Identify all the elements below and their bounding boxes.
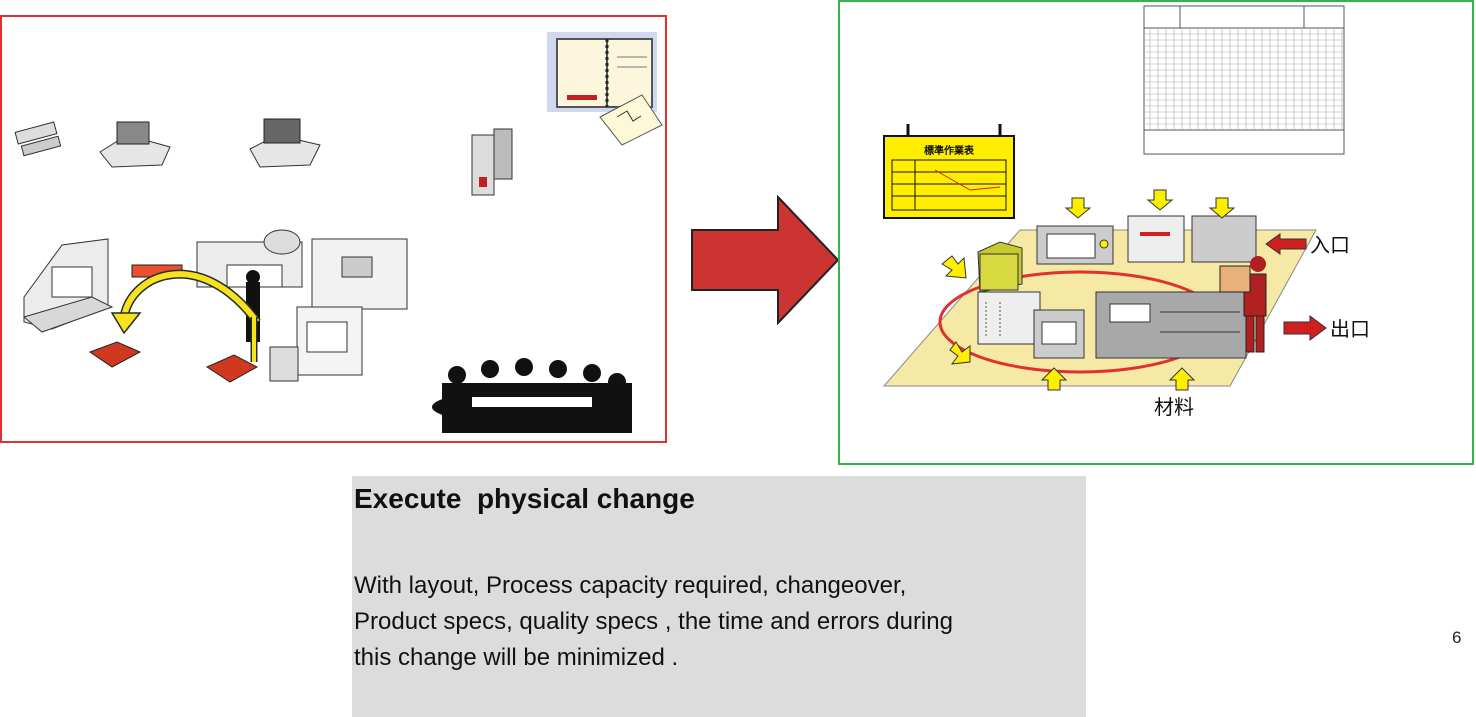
machine-icon	[1096, 292, 1246, 358]
sign-title: 標準作業表	[924, 144, 975, 157]
after-layout-panel: 標準作業表	[838, 0, 1474, 465]
caption-box: Execute physical change With layout, Pro…	[352, 476, 1086, 717]
caption-title: Execute physical change	[354, 483, 695, 515]
entrance-label: 入口	[1310, 233, 1350, 257]
machine-icon	[978, 292, 1040, 344]
machine-part-icon	[15, 122, 61, 156]
machine-icon	[270, 307, 362, 381]
machine-icon	[1037, 226, 1113, 264]
machine-icon	[1128, 216, 1184, 262]
machine-icon	[1192, 216, 1256, 262]
standard-work-sign: 標準作業表	[884, 124, 1014, 218]
before-layout-illustration	[2, 17, 665, 441]
cell-layout-illustration: 標準作業表	[840, 2, 1472, 463]
caption-body: With layout, Process capacity required, …	[354, 568, 1084, 676]
document-binder-icon	[547, 32, 662, 145]
machine-icon	[1034, 310, 1084, 358]
standard-work-form	[1144, 6, 1344, 154]
material-label: 材料	[1154, 395, 1194, 419]
machine-icon	[100, 122, 170, 167]
page-number: 6	[1452, 628, 1461, 648]
exit-arrow-icon	[1284, 316, 1326, 340]
machine-icon	[978, 242, 1022, 292]
machine-icon	[472, 129, 512, 195]
before-layout-panel	[0, 15, 667, 443]
meeting-people-icon	[432, 358, 632, 433]
machine-icon	[24, 239, 112, 332]
machine-icon	[250, 119, 320, 167]
pallet-icon	[90, 342, 257, 382]
transition-arrow-icon	[690, 195, 840, 325]
exit-label: 出口	[1330, 317, 1370, 341]
